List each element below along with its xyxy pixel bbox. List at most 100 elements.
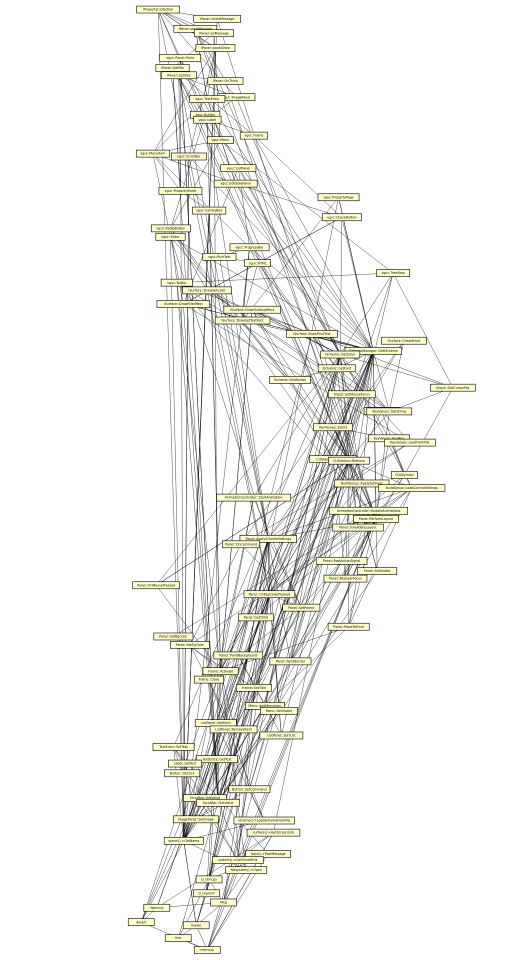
graph-node[interactable]: TextEntry::SetText bbox=[152, 743, 195, 751]
graph-node[interactable]: ISurface::DrawPrintText bbox=[286, 330, 338, 338]
graph-node[interactable]: vgui::EditablePanel bbox=[213, 179, 258, 188]
graph-node[interactable]: system()->GetTimeMillis bbox=[212, 856, 264, 864]
graph-node-box bbox=[194, 29, 234, 38]
graph-node[interactable]: Q_snprintf bbox=[193, 889, 220, 898]
graph-edge bbox=[180, 57, 341, 355]
graph-node[interactable]: Panel::RequestFocus bbox=[323, 574, 368, 583]
graph-node[interactable]: ipanel()->GetName bbox=[163, 837, 204, 845]
graph-node[interactable]: scheme()->LoadSchemeFromFile bbox=[233, 816, 295, 825]
graph-node[interactable]: TextEntry::GetText bbox=[196, 755, 238, 763]
graph-node[interactable]: filesystem()->Open bbox=[225, 866, 268, 874]
graph-node[interactable]: vgui::ProgressBar bbox=[229, 243, 270, 252]
graph-node[interactable]: Panel::PaintBorder bbox=[269, 657, 312, 666]
graph-node-label: vgui::Slider bbox=[161, 235, 180, 239]
graph-node[interactable]: ISurface::DrawSetColor bbox=[182, 286, 232, 295]
graph-node[interactable]: vgui::ScrollBar bbox=[170, 152, 207, 161]
graph-node[interactable]: malloc bbox=[182, 921, 210, 930]
graph-node[interactable]: Panel::GetChild bbox=[237, 613, 274, 622]
graph-node[interactable]: IPanel::GetPos bbox=[155, 64, 190, 72]
graph-node[interactable]: KeyValues::GetString bbox=[366, 407, 413, 416]
graph-node[interactable]: Warning bbox=[143, 903, 171, 912]
graph-node[interactable]: ISurface::DrawSetTextFont bbox=[214, 316, 271, 325]
graph-node[interactable]: BuildGroup::ApplySettings bbox=[333, 479, 390, 488]
graph-node-box bbox=[327, 622, 370, 631]
graph-node[interactable]: ListPanel::AddItem bbox=[194, 719, 237, 727]
graph-node[interactable]: vgui::CheckButton bbox=[321, 213, 362, 222]
graph-node[interactable]: AnimationController::StartAnimation bbox=[216, 493, 292, 502]
graph-node[interactable]: ISurface::DrawOutlinedRect bbox=[223, 305, 281, 314]
graph-node[interactable]: KeyValues::LoadFromFile bbox=[384, 438, 436, 447]
graph-node[interactable]: Panel::SetVisible bbox=[357, 567, 398, 575]
graph-node[interactable]: Panel::ApplySchemeSettings bbox=[239, 535, 297, 543]
graph-node[interactable]: free bbox=[164, 934, 192, 942]
graph-node[interactable]: IPanel::clientMessage bbox=[193, 15, 241, 23]
graph-node[interactable]: Panel::PerformLayout bbox=[353, 515, 399, 523]
graph-node[interactable]: KeyValues::SetInt bbox=[313, 423, 353, 432]
graph-node[interactable]: AnimationController::UpdateAnimations bbox=[329, 506, 408, 515]
graph-node[interactable]: Panel::OnMousePressed bbox=[132, 581, 180, 590]
graph-node[interactable]: vgui::ComboBox bbox=[192, 206, 227, 215]
graph-node[interactable]: vgui::TextEntry bbox=[189, 95, 226, 103]
graph-node[interactable]: vgui::Panel::Paint bbox=[159, 54, 202, 62]
graph-node[interactable]: Button::SetCommand bbox=[228, 785, 271, 794]
graph-node[interactable]: Frame::Activate bbox=[202, 667, 239, 676]
graph-edge bbox=[220, 139, 394, 274]
graph-node[interactable]: CUtlSymbol bbox=[391, 471, 418, 479]
graph-node[interactable]: ScrollBar::GetValue bbox=[196, 798, 240, 807]
graph-node[interactable]: IPanel::OnThink bbox=[207, 77, 244, 85]
graph-node[interactable]: IScheme::GetColor bbox=[320, 350, 361, 359]
graph-node[interactable]: Panel::InvalidateLayout bbox=[332, 523, 384, 532]
graph-node[interactable]: vgui::Slider bbox=[155, 232, 186, 241]
graph-node[interactable]: Panel::OnKeyCodePressed bbox=[243, 590, 296, 599]
graph-node[interactable]: vgui::Frame bbox=[239, 131, 268, 140]
graph-node[interactable]: IScheme::GetFont bbox=[317, 364, 356, 373]
graph-node[interactable]: Panel::SetParent bbox=[282, 603, 321, 612]
graph-node[interactable]: Frame::SetTitle bbox=[236, 684, 272, 692]
graph-node[interactable]: ImagePanel::SetImage bbox=[172, 815, 219, 824]
graph-node[interactable]: ListPanel::RemoveItem bbox=[209, 725, 258, 734]
graph-node[interactable]: vgui::Tooltip bbox=[160, 278, 193, 287]
graph-node[interactable]: IPanel::panelDraw bbox=[195, 44, 236, 52]
graph-node[interactable]: Panel::SetFgColor bbox=[170, 641, 210, 649]
graph-node[interactable]: surface()->GetScreenSize bbox=[246, 828, 301, 837]
graph-node-box bbox=[237, 613, 274, 622]
graph-node[interactable]: vgui::PropertySheet bbox=[158, 187, 203, 195]
graph-node[interactable]: Q_strncpy bbox=[195, 875, 223, 884]
graph-edge bbox=[183, 538, 269, 841]
graph-node[interactable]: IPropertyCollection bbox=[136, 5, 181, 14]
graph-node[interactable]: ISurface::DrawFilledRect bbox=[156, 300, 211, 308]
graph-edge bbox=[152, 47, 216, 154]
graph-node[interactable]: vgui::Menu bbox=[207, 136, 234, 144]
graph-node[interactable]: Panel::SetBgColor bbox=[153, 632, 194, 641]
graph-node[interactable]: IScheme::GetBorder bbox=[269, 376, 311, 384]
graph-node[interactable]: Frame::Close bbox=[193, 675, 224, 684]
graph-node[interactable]: Panel::MoveToFront bbox=[327, 622, 370, 631]
graph-node[interactable]: Panel::PaintBackground bbox=[213, 651, 264, 660]
graph-node[interactable]: Msg bbox=[210, 898, 237, 907]
graph-node[interactable]: IInput::SetMouseFocus bbox=[327, 390, 376, 399]
graph-node[interactable]: vgui::RadioButton bbox=[150, 224, 191, 233]
graph-node[interactable]: vgui::ListPanel bbox=[220, 164, 257, 172]
graph-node[interactable]: Panel::OnCommand bbox=[222, 540, 260, 549]
graph-node[interactable]: IPanel::SetSize bbox=[160, 71, 197, 80]
graph-node[interactable]: BuildGroup::LoadControlSettings bbox=[378, 484, 446, 492]
graph-node[interactable]: Panel::PostActionSignal bbox=[315, 556, 368, 565]
graph-node[interactable]: ListPanel::SortList bbox=[259, 731, 304, 740]
graph-node[interactable]: vgui::PropertyPage bbox=[317, 193, 360, 202]
graph-node[interactable]: vgui::MenuItem bbox=[135, 149, 170, 158]
graph-edge bbox=[242, 320, 291, 381]
graph-node[interactable]: Assert bbox=[127, 918, 155, 927]
graph-node[interactable]: IInput::GetCursorPos bbox=[430, 383, 476, 392]
graph-node[interactable]: Menu::SetVisible bbox=[260, 707, 298, 715]
graph-node[interactable]: CUtlVector::Remove bbox=[328, 456, 370, 465]
graph-node[interactable]: memcpy bbox=[193, 946, 221, 954]
graph-node[interactable]: Label::SetText bbox=[168, 759, 202, 768]
graph-node[interactable]: IPanel::onMessage bbox=[194, 29, 234, 38]
graph-node[interactable]: vgui::RichText bbox=[202, 253, 237, 261]
graph-node[interactable]: vgui::HTML bbox=[244, 259, 271, 267]
graph-node[interactable]: ISurface::CreateFont bbox=[381, 336, 427, 345]
graph-node[interactable]: vgui::TreeView bbox=[376, 269, 411, 277]
graph-node[interactable]: ivgui()->PostMessage bbox=[245, 850, 291, 858]
graph-node[interactable]: vgui::Label bbox=[193, 115, 222, 124]
graph-node[interactable]: Button::DoClick bbox=[164, 769, 201, 778]
